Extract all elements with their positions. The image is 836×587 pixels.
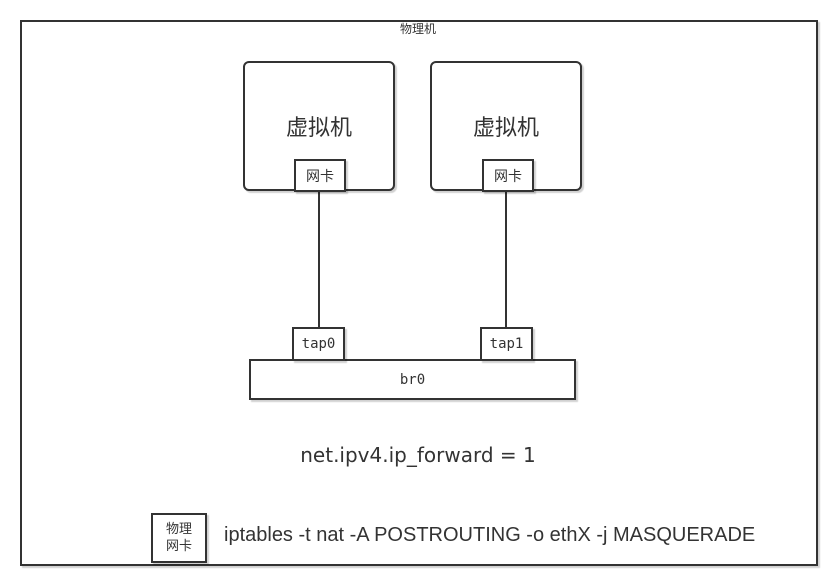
physical-host-label: 物理机 — [399, 22, 436, 36]
sysctl-ip-forward-text: net.ipv4.ip_forward = 1 — [300, 443, 536, 467]
vm-nic-box-left: 网卡 — [294, 159, 346, 192]
iptables-command-text: iptables -t nat -A POSTROUTING -o ethX -… — [224, 524, 756, 546]
vm-label-right: 虚拟机 — [472, 116, 539, 141]
bridge-br0-box: br0 — [249, 359, 576, 400]
physical-host-box — [20, 20, 818, 566]
physical-nic-label-line2: 网卡 — [165, 539, 192, 554]
tap0-box: tap0 — [292, 327, 345, 361]
vm-nic-box-right: 网卡 — [482, 159, 534, 192]
tap1-box: tap1 — [480, 327, 533, 361]
physical-nic-box: 物理 网卡 — [151, 513, 207, 563]
vm-label-left: 虚拟机 — [285, 116, 352, 141]
connector-nic-to-tap1 — [505, 191, 507, 328]
physical-nic-label-line1: 物理 — [165, 522, 192, 537]
connector-nic-to-tap0 — [318, 191, 320, 328]
